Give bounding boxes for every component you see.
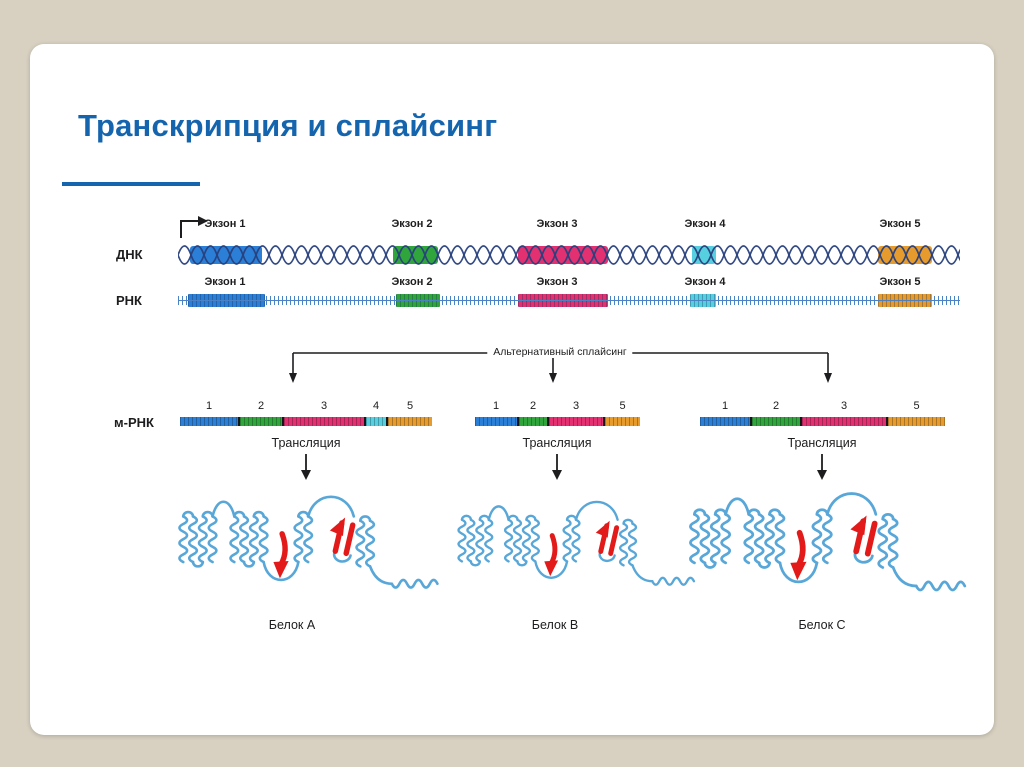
protein-label-a: Белок A bbox=[268, 618, 316, 632]
translation-arrow-a-icon bbox=[301, 454, 311, 480]
rna-exon-label-1: Экзон 1 bbox=[204, 276, 246, 288]
mrna-segment-exon-3: 3 bbox=[282, 400, 364, 426]
protein-chain bbox=[457, 500, 696, 586]
mrna-exon-number: 5 bbox=[619, 400, 626, 412]
translation-arrow-b-icon bbox=[552, 454, 562, 480]
mrna-exon-number: 3 bbox=[320, 400, 328, 412]
mrna-exon-number: 3 bbox=[840, 400, 848, 412]
mrna-exon-number: 2 bbox=[257, 400, 265, 412]
rna-exon2-block bbox=[396, 294, 440, 307]
rna-row-label: РНК bbox=[116, 293, 142, 308]
rna-exon4-block bbox=[690, 294, 716, 307]
rna-exon-label-5: Экзон 5 bbox=[879, 276, 921, 288]
protein-b-drawing bbox=[457, 500, 696, 586]
title-underline bbox=[62, 182, 200, 186]
mrna-variant-a-strip: 1 2 3 4 5 bbox=[180, 400, 432, 426]
rna-strip bbox=[178, 294, 960, 307]
mrna-exon-number: 2 bbox=[529, 400, 537, 412]
protein-red-arrows bbox=[790, 515, 878, 581]
mrna-exon-number: 5 bbox=[406, 400, 414, 412]
dna-row-label: ДНК bbox=[116, 247, 143, 262]
dna-exon-label-5: Экзон 5 bbox=[879, 218, 921, 230]
translation-label-a: Трансляция bbox=[271, 436, 341, 450]
dna-exon-label-4: Экзон 4 bbox=[684, 218, 726, 230]
protein-chain bbox=[689, 492, 967, 592]
splicing-label: Альтернативный сплайсинг bbox=[487, 346, 633, 358]
rna-exon5-block bbox=[878, 294, 932, 307]
protein-label-b: Белок B bbox=[531, 618, 579, 632]
promoter-line bbox=[180, 220, 198, 238]
splice-arrow-c-head bbox=[824, 373, 832, 383]
mrna-exon-number: 4 bbox=[372, 400, 380, 412]
rna-exon1-block bbox=[188, 294, 265, 307]
rna-exon-label-3: Экзон 3 bbox=[536, 276, 578, 288]
rna-exon-label-4: Экзон 4 bbox=[684, 276, 726, 288]
helix-strand-2 bbox=[178, 245, 960, 265]
rna-exon-label-2: Экзон 2 bbox=[391, 276, 433, 288]
mrna-exon-number: 2 bbox=[772, 400, 780, 412]
page-title: Транскрипция и сплайсинг bbox=[78, 108, 498, 143]
mrna-exon-number: 3 bbox=[572, 400, 580, 412]
dna-exon-label-1: Экзон 1 bbox=[204, 218, 246, 230]
mrna-segment-exon-2: 2 bbox=[750, 400, 800, 426]
mrna-variant-b-strip: 1 2 3 5 bbox=[475, 400, 640, 426]
mrna-segment-exon-5: 5 bbox=[386, 400, 432, 426]
mrna-variant-c-strip: 1 2 3 5 bbox=[700, 400, 945, 426]
mrna-segment-exon-5: 5 bbox=[603, 400, 640, 426]
splice-arrow-b-head bbox=[549, 373, 557, 383]
dna-exon-label-2: Экзон 2 bbox=[391, 218, 433, 230]
mrna-exon-number: 1 bbox=[205, 400, 213, 412]
protein-chain bbox=[178, 495, 439, 589]
mrna-segment-exon-4: 4 bbox=[364, 400, 386, 426]
transcription-start-arrow-icon bbox=[180, 216, 208, 238]
promoter-arrowhead bbox=[198, 216, 208, 226]
dna-exon-label-3: Экзон 3 bbox=[536, 218, 578, 230]
mrna-segment-exon-2: 2 bbox=[238, 400, 282, 426]
mrna-segment-exon-5: 5 bbox=[886, 400, 945, 426]
dna-helix bbox=[178, 245, 960, 265]
translation-arrow-c-icon bbox=[817, 454, 827, 480]
rna-exon3-block bbox=[518, 294, 608, 307]
dna-double-helix-strands bbox=[178, 245, 960, 265]
mrna-segment-exon-1: 1 bbox=[475, 400, 517, 426]
helix-strand-1 bbox=[178, 245, 960, 265]
mrna-exon-number: 5 bbox=[913, 400, 920, 412]
mrna-segment-exon-3: 3 bbox=[547, 400, 603, 426]
mrna-segment-exon-1: 1 bbox=[700, 400, 750, 426]
protein-c-drawing bbox=[689, 492, 967, 592]
mrna-row-label: м-РНК bbox=[114, 415, 154, 430]
protein-a-drawing bbox=[178, 495, 439, 589]
protein-red-arrows bbox=[544, 520, 620, 577]
translation-label-b: Трансляция bbox=[522, 436, 592, 450]
dna-exon5-block bbox=[878, 246, 932, 264]
mrna-exon-number: 1 bbox=[492, 400, 500, 412]
protein-red-arrows bbox=[273, 517, 356, 579]
mrna-segment-exon-1: 1 bbox=[180, 400, 238, 426]
mrna-exon-number: 1 bbox=[721, 400, 729, 412]
protein-label-c: Белок C bbox=[798, 618, 846, 632]
mrna-segment-exon-3: 3 bbox=[800, 400, 886, 426]
slide-card: Транскрипция и сплайсинг ДНК Экзон 1 Экз… bbox=[30, 44, 994, 735]
splice-arrow-a-head bbox=[289, 373, 297, 383]
mrna-segment-exon-2: 2 bbox=[517, 400, 547, 426]
translation-label-c: Трансляция bbox=[787, 436, 857, 450]
